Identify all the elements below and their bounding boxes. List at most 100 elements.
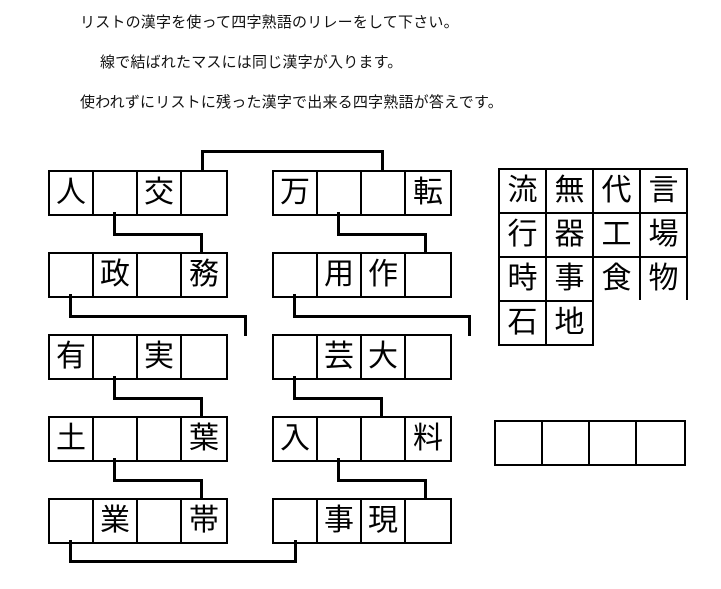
right-cell-r1c4[interactable]: 転 — [406, 172, 450, 214]
connector-bottom-bridge-right-riser — [294, 540, 297, 563]
kanji-list-cell-r3c3[interactable]: 食 — [594, 258, 641, 300]
left-cell-r2c2[interactable]: 政 — [94, 254, 138, 296]
connector-top-bridge-right-riser — [381, 150, 384, 172]
right-cell-r3c2[interactable]: 芸 — [318, 336, 362, 378]
left-cell-r4c4[interactable]: 葉 — [182, 418, 226, 460]
left-cell-r1c2[interactable] — [94, 172, 138, 214]
connector-left-r2c1-down — [69, 294, 72, 318]
right-cell-r3c3[interactable]: 大 — [362, 336, 406, 378]
right-cell-r4c2[interactable] — [318, 418, 362, 460]
right-cell-r5c3[interactable]: 現 — [362, 500, 406, 542]
left-cell-r5c4[interactable]: 帯 — [182, 500, 226, 542]
left-grid-row-1: 人 交 — [48, 170, 228, 216]
right-cell-r5c4[interactable] — [406, 500, 450, 542]
left-cell-r2c1[interactable] — [50, 254, 94, 296]
left-grid-row-5: 業 帯 — [48, 498, 228, 544]
connector-left-r4r5-span — [113, 479, 203, 482]
kanji-list-cell-r2c1[interactable]: 行 — [500, 214, 547, 256]
left-cell-r1c4[interactable] — [182, 172, 226, 214]
right-cell-r1c3[interactable] — [362, 172, 406, 214]
connector-bottom-bridge-left-riser — [69, 540, 72, 563]
answer-cell-2[interactable] — [543, 422, 590, 464]
connector-right-r4c3-up — [380, 397, 383, 418]
connector-right-r2r3-span — [293, 315, 471, 318]
kanji-list-cell-r2c3[interactable]: 工 — [594, 214, 641, 256]
connector-right-r4r5-span — [337, 479, 427, 482]
answer-cell-4[interactable] — [637, 422, 684, 464]
connector-left-r5c3-up — [200, 479, 203, 500]
answer-box — [494, 420, 686, 466]
connector-left-r3c2-down — [113, 376, 116, 400]
instruction-line-3: 使われずにリストに残った漢字で出来る四字熟語が答えです。 — [80, 95, 503, 111]
answer-cell-3[interactable] — [590, 422, 637, 464]
right-grid-row-5: 事 現 — [272, 498, 452, 544]
left-cell-r3c4[interactable] — [182, 336, 226, 378]
connector-right-r3c4-up — [468, 315, 471, 336]
connector-top-bridge-left-riser — [201, 150, 204, 172]
right-grid-row-3: 芸 大 — [272, 334, 452, 380]
left-cell-r5c3[interactable] — [138, 500, 182, 542]
connector-left-r3r4-span — [113, 397, 203, 400]
right-cell-r1c2[interactable] — [318, 172, 362, 214]
left-cell-r3c2[interactable] — [94, 336, 138, 378]
right-cell-r5c2[interactable]: 事 — [318, 500, 362, 542]
left-cell-r2c3[interactable] — [138, 254, 182, 296]
right-grid-row-2: 用 作 — [272, 252, 452, 298]
instruction-line-1: リストの漢字を使って四字熟語のリレーをして下さい。 — [80, 15, 459, 31]
answer-cell-1[interactable] — [496, 422, 543, 464]
right-cell-r2c3[interactable]: 作 — [362, 254, 406, 296]
kanji-list-cell-r3c1[interactable]: 時 — [500, 258, 547, 300]
kanji-list-row-4: 石 地 — [498, 300, 594, 346]
connector-right-r5c3-up — [424, 479, 427, 500]
kanji-list-row-3: 時 事 食 物 — [498, 256, 688, 300]
left-grid-row-2: 政 務 — [48, 252, 228, 298]
left-cell-r3c1[interactable]: 有 — [50, 336, 94, 378]
kanji-list-row-1: 流 無 代 言 — [498, 168, 688, 212]
left-cell-r1c1[interactable]: 人 — [50, 172, 94, 214]
connector-right-r3r4-span — [293, 397, 383, 400]
kanji-list-row-2: 行 器 工 場 — [498, 212, 688, 256]
right-cell-r1c1[interactable]: 万 — [274, 172, 318, 214]
right-cell-r2c1[interactable] — [274, 254, 318, 296]
right-grid-row-1: 万 転 — [272, 170, 452, 216]
connector-left-r1c2-down — [113, 212, 116, 236]
kanji-list-box: 流 無 代 言 行 器 工 場 時 事 食 物 石 地 — [498, 168, 688, 346]
left-grid-row-4: 土 葉 — [48, 416, 228, 462]
right-cell-r5c1[interactable] — [274, 500, 318, 542]
left-cell-r5c2[interactable]: 業 — [94, 500, 138, 542]
connector-left-r1r2-span — [113, 233, 203, 236]
instruction-line-2: 線で結ばれたマスには同じ漢字が入ります。 — [100, 55, 403, 71]
kanji-list-cell-r3c2[interactable]: 事 — [547, 258, 594, 300]
left-cell-r1c3[interactable]: 交 — [138, 172, 182, 214]
kanji-list-cell-r2c2[interactable]: 器 — [547, 214, 594, 256]
right-cell-r4c1[interactable]: 入 — [274, 418, 318, 460]
connector-left-r2r3-span — [69, 315, 247, 318]
right-grid-row-4: 入 料 — [272, 416, 452, 462]
connector-right-r2c3-up — [424, 233, 427, 254]
right-cell-r2c4[interactable] — [406, 254, 450, 296]
left-cell-r2c4[interactable]: 務 — [182, 254, 226, 296]
right-cell-r2c2[interactable]: 用 — [318, 254, 362, 296]
left-cell-r4c2[interactable] — [94, 418, 138, 460]
right-cell-r3c1[interactable] — [274, 336, 318, 378]
connector-top-bridge-span — [201, 150, 384, 153]
connector-left-r4c2-down — [113, 458, 116, 482]
kanji-list-cell-r4c1[interactable]: 石 — [500, 302, 547, 344]
left-cell-r4c1[interactable]: 土 — [50, 418, 94, 460]
right-cell-r4c4[interactable]: 料 — [406, 418, 450, 460]
kanji-list-cell-r2c4[interactable]: 場 — [641, 214, 688, 256]
kanji-list-cell-r1c2[interactable]: 無 — [547, 170, 594, 212]
kanji-list-cell-r1c1[interactable]: 流 — [500, 170, 547, 212]
left-grid-row-3: 有 実 — [48, 334, 228, 380]
left-cell-r4c3[interactable] — [138, 418, 182, 460]
right-cell-r4c3[interactable] — [362, 418, 406, 460]
left-cell-r5c1[interactable] — [50, 500, 94, 542]
kanji-list-cell-r1c3[interactable]: 代 — [594, 170, 641, 212]
kanji-list-cell-r1c4[interactable]: 言 — [641, 170, 688, 212]
kanji-list-cell-r3c4[interactable]: 物 — [641, 258, 688, 300]
connector-left-r3c4-up — [244, 315, 247, 336]
kanji-list-cell-r4c2[interactable]: 地 — [547, 302, 594, 344]
left-cell-r3c3[interactable]: 実 — [138, 336, 182, 378]
right-cell-r3c4[interactable] — [406, 336, 450, 378]
